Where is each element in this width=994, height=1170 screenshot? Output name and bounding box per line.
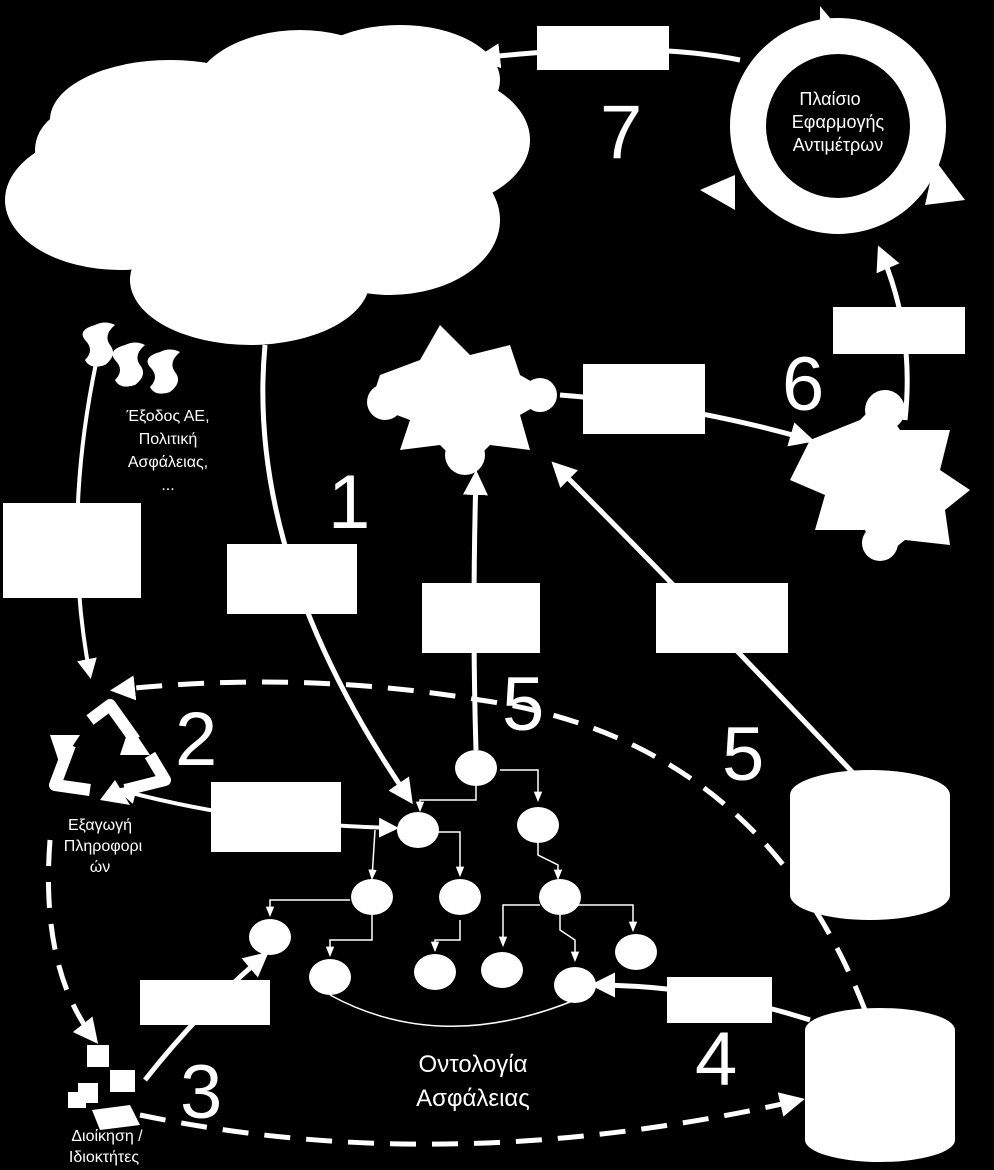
tree-node [309, 959, 351, 995]
label-box-2-left [3, 503, 141, 598]
label-box-7 [537, 26, 669, 70]
framework-label-1: Πλαίσιο [799, 89, 860, 109]
extraction-label-2: Πληροφορι [64, 838, 143, 855]
label-box-extraction [211, 782, 341, 852]
ontology-label-1: Οντολογία [419, 1051, 528, 1078]
outputs-label-3: Ασφάλειας, [128, 454, 208, 471]
ontology-label-2: Ασφάλειας [416, 1085, 530, 1112]
database-icon [790, 770, 950, 920]
label-box-6b [833, 307, 965, 354]
framework-label-2: Εφαρμογής [792, 112, 885, 132]
outputs-label-1: Έξοδος ΑΕ, [125, 408, 209, 425]
star-burst-icon [367, 325, 557, 475]
step-4: 4 [695, 1017, 737, 1102]
tree-node [439, 879, 481, 915]
computers-icon [68, 1045, 140, 1130]
framework-label-3: Αντιμέτρων [793, 135, 884, 155]
label-box-4 [667, 977, 772, 1023]
step-2: 2 [175, 697, 217, 782]
label-box-5b [656, 583, 788, 653]
database-icon-2 [805, 1008, 955, 1162]
outputs-label-4: ... [161, 477, 174, 494]
label-box-6a [583, 364, 705, 434]
tree-node [397, 812, 439, 848]
dashed-loop-top [110, 675, 868, 1011]
tree-node [615, 934, 657, 970]
tree-node [249, 919, 291, 955]
cloud-icon [5, 25, 530, 345]
dashed-loop-bottom [139, 1092, 805, 1147]
step-1: 1 [328, 460, 370, 545]
tree-node [414, 954, 456, 990]
management-label-1: Διοίκηση / [71, 1128, 143, 1145]
cycle-arrows-icon [700, 6, 965, 234]
tree-node [351, 879, 393, 915]
tree-connectors [265, 769, 638, 1028]
step-7: 7 [600, 90, 642, 175]
step-6: 6 [782, 342, 824, 427]
tree-node [481, 952, 523, 988]
recycle-arrow-3 [50, 735, 80, 765]
extraction-label-3: ών [90, 859, 111, 876]
tree-nodes [249, 750, 657, 1003]
tree-node [554, 967, 596, 1003]
star-burst-icon-2 [790, 390, 970, 561]
outputs-label-2: Πολιτική [139, 431, 197, 448]
extraction-label-1: Εξαγωγή [68, 817, 132, 834]
step-5b: 5 [722, 712, 764, 797]
tree-node-root [455, 750, 497, 786]
step-5a: 5 [502, 662, 544, 747]
label-box-1 [227, 544, 357, 614]
tree-node [517, 807, 559, 843]
label-box-3 [140, 980, 270, 1025]
label-box-5a [422, 583, 540, 653]
tree-node [539, 879, 581, 915]
management-label-2: Ιδιοκτήτες [69, 1149, 139, 1166]
step-3: 3 [180, 1050, 222, 1135]
recycle-arrow-1 [120, 725, 150, 755]
dashed-loop-left [45, 839, 99, 1044]
